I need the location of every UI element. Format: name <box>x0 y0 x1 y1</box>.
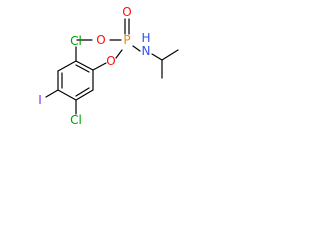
ring-bond-c4-c5 <box>57 89 77 101</box>
iodine-label: I <box>38 93 42 107</box>
double-bond-oxygen-label: O <box>122 5 131 19</box>
bonds <box>45 18 179 115</box>
ring-bond-c1-c2-inner <box>75 64 90 73</box>
methoxy-oxygen-label: O <box>96 33 105 47</box>
nitrogen-label: N <box>142 44 151 58</box>
phosphorus-label: P <box>123 33 130 47</box>
chlorine-label-top: Cl <box>70 34 82 48</box>
bond-ch-methyl-1 <box>161 49 179 61</box>
bond-o-p <box>115 49 123 59</box>
bond-c4-i <box>45 89 59 98</box>
aryl-oxygen-label: O <box>106 54 115 68</box>
ring-bond-c5-c6-inner <box>75 87 90 97</box>
bond-c1-o <box>92 62 107 71</box>
bond-n-ch <box>151 53 163 61</box>
bond-p-n <box>132 45 141 52</box>
molecule-structure: Cl I Cl O P O O N H <box>38 5 179 127</box>
amine-hydrogen-label: H <box>141 31 150 45</box>
ring-bond-c2-c3 <box>57 60 77 72</box>
ring-bond-c5-c6 <box>75 89 94 101</box>
chlorine-label-bottom: Cl <box>70 113 82 127</box>
ring-bond-c1-c2 <box>75 60 94 71</box>
atom-labels: Cl I Cl O P O O N H <box>38 5 150 127</box>
